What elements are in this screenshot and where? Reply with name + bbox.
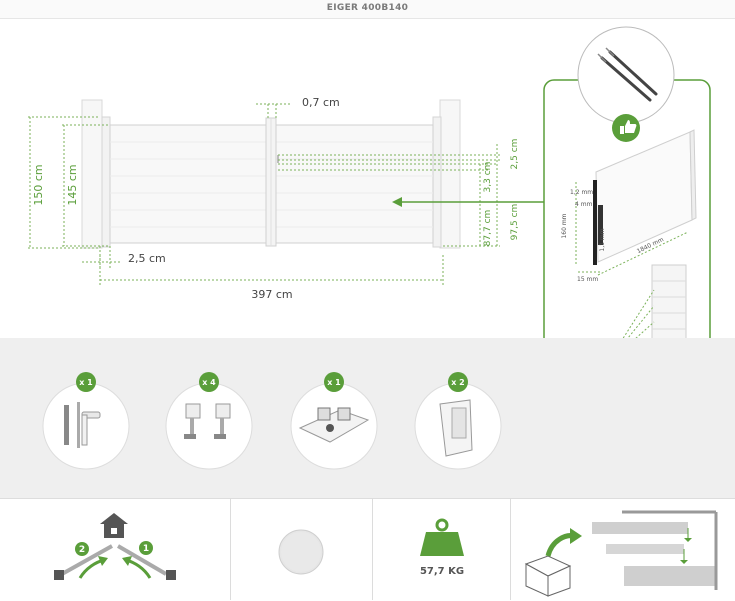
profile-4mm-label: 4 mm <box>575 201 593 208</box>
dim-150-label: 150 cm <box>32 164 45 205</box>
divider <box>230 498 231 600</box>
opening-badge-2 <box>75 542 89 556</box>
profile-15mm-label: 15 mm <box>577 276 598 283</box>
accessory-qty-3: x 1 <box>327 378 341 387</box>
dim-gap-top-label: 0,7 cm <box>302 96 340 109</box>
accessory-circle-2 <box>165 382 253 470</box>
accessory-qty-1: x 1 <box>79 378 93 387</box>
gate-leaf-right <box>275 124 434 244</box>
house-icon <box>100 513 128 538</box>
divider <box>510 498 511 600</box>
box-icon <box>524 555 572 597</box>
profile-160mm-label: 160 mm <box>561 213 568 238</box>
profile-1-2mm-label: 1,2 mm <box>570 189 593 196</box>
dim-gap-bottom-label: 2,5 cm <box>128 252 166 265</box>
dim-2-5-label: 2,5 cm <box>510 139 520 170</box>
dim-87-7-label: 87,7 cm <box>483 210 493 247</box>
accessory-qty-4: x 2 <box>451 378 465 387</box>
opening-2: 2 <box>79 545 85 555</box>
gate-leaf-left <box>109 124 269 244</box>
title-bar <box>0 0 735 19</box>
hinge-icon <box>184 403 231 439</box>
accessories: x 1 x 4 x 1 x 2 <box>42 372 502 470</box>
right-pillar <box>439 99 461 249</box>
dim-145-label: 145 cm <box>66 164 79 205</box>
weight-icon <box>420 518 464 556</box>
divider <box>372 498 373 600</box>
dim-total-width-label: 397 cm <box>251 288 292 301</box>
thumbs-up-icon <box>620 120 637 134</box>
screwdriver-icon <box>600 50 658 102</box>
opening-badge-1 <box>139 541 153 555</box>
profile-stack <box>651 264 687 338</box>
opening-1: 1 <box>143 544 149 554</box>
dim-3-3-label: 3,3 cm <box>483 162 493 193</box>
info-icons: 2 1 57,7 KG <box>54 510 718 597</box>
weight-value: 57,7 KG <box>420 566 464 577</box>
dim-97-5-label: 97,5 cm <box>510 204 520 241</box>
left-pillar <box>81 99 103 249</box>
screwdriver-circle <box>577 26 675 124</box>
bracket-icon <box>439 399 473 457</box>
lock-handle-icon <box>64 402 101 448</box>
profile-1-1mm-label: 1,1 mm <box>599 228 606 251</box>
page-title: EIGER 400B140 <box>326 3 409 13</box>
gate-diagram: 150 cm 145 cm 0,7 cm 2,5 cm 397 cm 2,5 c… <box>28 26 711 338</box>
stop-icon <box>298 407 370 443</box>
accessory-qty-2: x 4 <box>202 378 216 387</box>
pack-board-1 <box>592 522 688 534</box>
